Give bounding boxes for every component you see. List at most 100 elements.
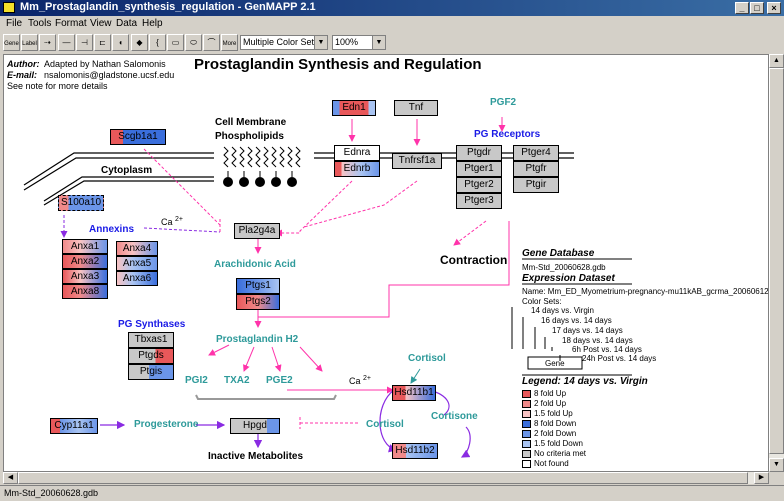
maximize-icon[interactable]: □ (750, 2, 764, 14)
minimize-icon[interactable]: _ (735, 2, 749, 14)
menu-help[interactable]: Help (142, 18, 163, 29)
gene-db-title: Gene Database (522, 248, 595, 259)
vertical-scroll-thumb[interactable] (769, 68, 784, 454)
pg-receptors-label: PG Receptors (474, 129, 541, 140)
menu-data[interactable]: Data (116, 18, 138, 29)
gene-label-pla2g4a: Pla2g4a (238, 225, 276, 236)
vertical-scrollbar[interactable]: ▲ ▼ (769, 54, 784, 472)
scroll-up-icon[interactable]: ▲ (769, 54, 784, 68)
receptor-icon[interactable]: ⊏ (94, 34, 111, 51)
arc-icon[interactable]: ⌒ (203, 34, 220, 51)
status-text: Mm-Std_20060628.gdb (4, 488, 99, 498)
calcium-label: Ca 2+ (161, 216, 183, 227)
gene-box-pla2g4a[interactable]: Pla2g4a (234, 223, 280, 239)
pathway-lines (23, 117, 632, 458)
gene-box-ptgir[interactable]: Ptgir (513, 177, 559, 193)
label-tool-button[interactable]: Label (21, 34, 38, 51)
txa2-label: TXA2 (224, 375, 250, 386)
gene-label-hsd11b1: Hsd11b1 (394, 387, 434, 398)
pathway-canvas[interactable]: Prostaglandin Synthesis and Regulation A… (3, 54, 769, 472)
calcium-charge: 2+ (175, 216, 184, 223)
cortisone-label: Cortisone (431, 411, 478, 422)
menu-bar: File Tools Format View Data Help (0, 16, 784, 31)
gene-box-hsd11b2[interactable]: Hsd11b2 (392, 443, 438, 459)
gene-box-ptgis[interactable]: Ptgis (128, 364, 174, 380)
phospholipids-label: Phospholipids (215, 131, 284, 142)
menu-view[interactable]: View (90, 18, 112, 29)
gene-box-ptgds[interactable]: Ptgds (128, 348, 174, 364)
chevron-down-icon: ▼ (372, 36, 385, 49)
line-icon[interactable]: — (58, 34, 75, 51)
gene-box-ednra[interactable]: Ednra (334, 145, 380, 161)
legend-swatch (522, 450, 531, 458)
node-icon[interactable]: ◆ (131, 34, 148, 51)
gene-box-tnfrsf1a[interactable]: Tnfrsf1a (392, 153, 442, 169)
pgf2-label: PGF2 (490, 97, 517, 108)
close-icon[interactable]: × (767, 2, 781, 14)
expression-dataset-title: Expression Dataset (522, 273, 615, 284)
gene-box-ptger4[interactable]: Ptger4 (513, 145, 559, 161)
oval-icon[interactable]: ⬭ (185, 34, 202, 51)
gene-label-anxa5: Anxa5 (122, 258, 152, 269)
menu-format[interactable]: Format (55, 18, 87, 29)
gene-box-anxa8[interactable]: Anxa8 (62, 284, 108, 299)
scroll-right-icon[interactable]: ▶ (754, 472, 769, 484)
gene-tool-button[interactable]: Gene (3, 34, 20, 51)
gene-box-anxa4[interactable]: Anxa4 (116, 241, 158, 256)
gene-label-anxa2: Anxa2 (70, 256, 100, 267)
gene-box-ptgs2[interactable]: Ptgs2 (236, 294, 280, 310)
gene-label-cyp11a1: Cyp11a1 (54, 420, 94, 431)
gene-box-tbxas1[interactable]: Tbxas1 (128, 332, 174, 348)
gene-box-hpgd[interactable]: Hpgd (230, 418, 280, 434)
gene-label-anxa1: Anxa1 (70, 241, 100, 252)
gene-label-anxa6: Anxa6 (122, 273, 152, 284)
page-title: Prostaglandin Synthesis and Regulation (194, 56, 482, 73)
gene-box-hsd11b1[interactable]: Hsd11b1 (392, 385, 436, 401)
gene-label-scgb1a1: Scgb1a1 (118, 131, 158, 142)
gene-box-anxa3[interactable]: Anxa3 (62, 269, 108, 284)
gene-box-anxa2[interactable]: Anxa2 (62, 254, 108, 269)
gene-box-s100a10[interactable]: S100a10 (58, 195, 104, 211)
color-set-select[interactable]: Multiple Color Sets▼ (240, 35, 328, 50)
gene-box-ptger1[interactable]: Ptger1 (456, 161, 502, 177)
gene-box-scgb1a1[interactable]: Scgb1a1 (110, 129, 166, 145)
more-button[interactable]: More (221, 34, 238, 51)
menu-file[interactable]: File (6, 18, 23, 29)
ligand-icon[interactable]: ◖ (112, 34, 129, 51)
gene-box-ptgs1[interactable]: Ptgs1 (236, 278, 280, 294)
menu-tools[interactable]: Tools (28, 18, 52, 29)
gene-label-tbxas1: Tbxas1 (134, 334, 168, 345)
gene-label-anxa3: Anxa3 (70, 271, 100, 282)
gene-box-anxa6[interactable]: Anxa6 (116, 271, 158, 286)
gene-box-edn1[interactable]: Edn1 (332, 100, 376, 116)
zoom-select[interactable]: 100%▼ (332, 35, 386, 50)
pg-synthases-label: PG Synthases (118, 319, 186, 330)
gene-label-ptgs1: Ptgs1 (245, 280, 271, 291)
color-set-item: 18 days vs. 14 days (562, 336, 633, 345)
bracket-icon[interactable]: { (149, 34, 166, 51)
horizontal-scroll-thumb[interactable] (18, 472, 748, 484)
gene-label-tnf: Tnf (408, 102, 424, 113)
inhibit-line-icon[interactable]: ⊣ (76, 34, 93, 51)
calcium-text: Ca (161, 217, 173, 227)
color-set-item: 16 days vs. 14 days (541, 316, 612, 325)
scroll-left-icon[interactable]: ◀ (3, 472, 18, 484)
gene-label-ptger1: Ptger1 (464, 163, 494, 174)
gene-box-cyp11a1[interactable]: Cyp11a1 (50, 418, 98, 434)
calcium-text-2: Ca (349, 376, 361, 386)
gene-box-ednrb[interactable]: Ednrb (334, 161, 380, 177)
arrow-line-icon[interactable]: ⇢ (39, 34, 56, 51)
gene-box-ptgfr[interactable]: Ptgfr (513, 161, 559, 177)
horizontal-scrollbar[interactable]: ◀ ▶ (3, 472, 769, 484)
author-value: Adapted by Nathan Salomonis (44, 59, 166, 69)
scroll-down-icon[interactable]: ▼ (769, 458, 784, 472)
gene-label-ednra: Ednra (343, 147, 371, 158)
gene-box-anxa5[interactable]: Anxa5 (116, 256, 158, 271)
gene-box-anxa1[interactable]: Anxa1 (62, 239, 108, 254)
gene-box-ptger3[interactable]: Ptger3 (456, 193, 502, 209)
note-text: See note for more details (7, 81, 108, 91)
gene-box-ptgdr[interactable]: Ptgdr (456, 145, 502, 161)
gene-box-tnf[interactable]: Tnf (394, 100, 438, 116)
gene-box-ptger2[interactable]: Ptger2 (456, 177, 502, 193)
rectangle-icon[interactable]: ▭ (167, 34, 184, 51)
